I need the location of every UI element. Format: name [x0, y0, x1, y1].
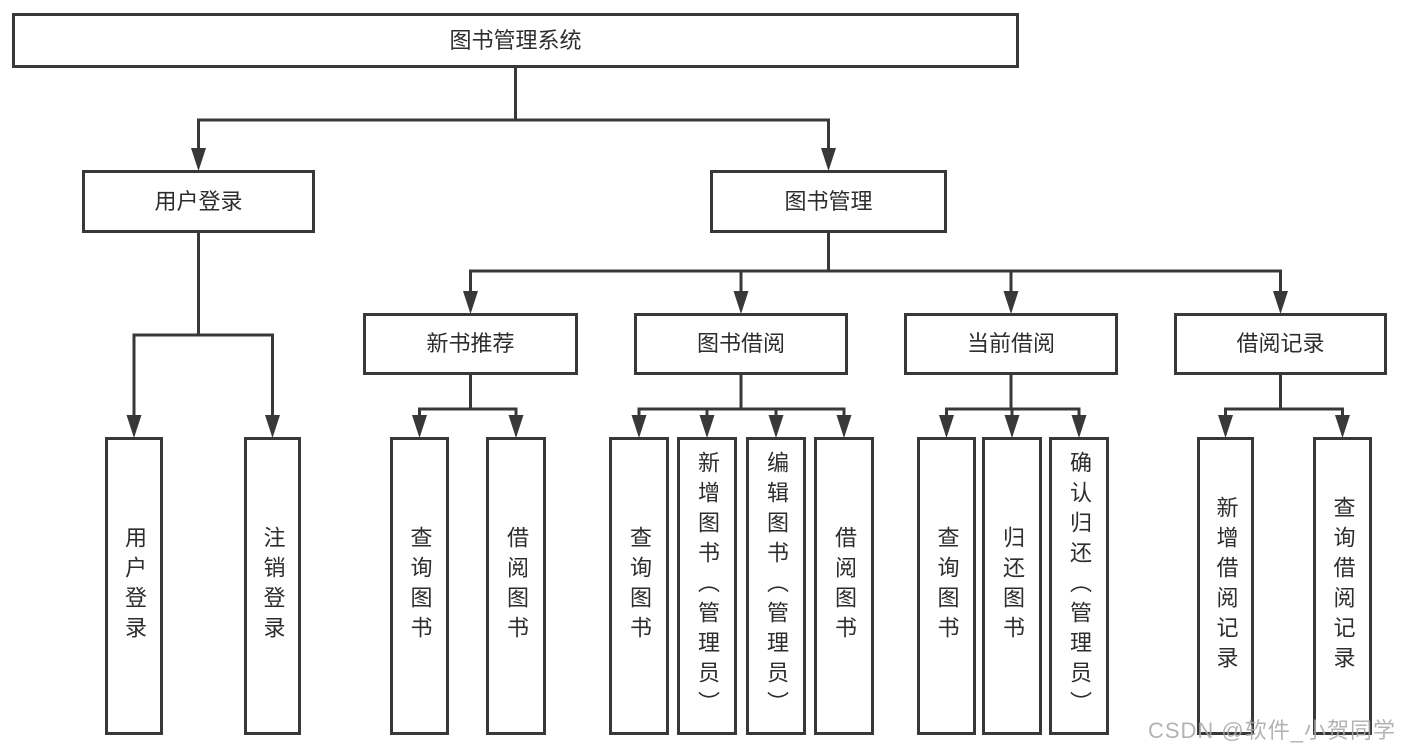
node-leaf-nbr-query-book: 查询图书 — [390, 437, 449, 735]
node-label-root: 图书管理系统 — [449, 27, 582, 53]
node-book-mgmt: 图书管理 — [710, 170, 947, 233]
arrowhead-icon — [699, 415, 715, 438]
arrowhead-icon — [1071, 415, 1087, 438]
node-leaf-cb-query-book: 查询图书 — [917, 437, 976, 735]
node-label-leaf-user-login: 用户登录 — [122, 526, 147, 646]
arrowhead-icon — [191, 148, 206, 171]
arrowhead-icon — [1218, 415, 1233, 438]
node-leaf-bb-query-book: 查询图书 — [609, 437, 669, 735]
arrowhead-icon — [265, 415, 280, 438]
node-label-book-borrow: 图书借阅 — [696, 331, 785, 356]
node-label-leaf-cb-confirm-return: 确认归还（管理员） — [1067, 451, 1092, 721]
node-label-leaf-br-add-record: 新增借阅记录 — [1213, 496, 1239, 676]
node-label-leaf-logout: 注销登录 — [260, 526, 286, 646]
arrowhead-icon — [1003, 291, 1019, 314]
node-label-leaf-cb-query-book: 查询图书 — [934, 526, 960, 646]
node-label-leaf-bb-add-book: 新增图书（管理员） — [695, 451, 720, 721]
node-label-leaf-nbr-query-book: 查询图书 — [407, 526, 433, 646]
node-current-borrow: 当前借阅 — [904, 313, 1118, 375]
node-user-login: 用户登录 — [82, 170, 315, 233]
node-label-new-book-rec: 新书推荐 — [426, 331, 515, 356]
node-label-book-mgmt: 图书管理 — [784, 188, 873, 214]
node-label-leaf-nbr-borrow-book: 借阅图书 — [504, 526, 529, 646]
node-label-current-borrow: 当前借阅 — [966, 331, 1055, 356]
node-book-borrow: 图书借阅 — [634, 313, 848, 375]
node-leaf-cb-return-book: 归还图书 — [982, 437, 1042, 735]
node-new-book-rec: 新书推荐 — [363, 313, 578, 375]
node-borrow-records: 借阅记录 — [1174, 313, 1387, 375]
node-label-borrow-records: 借阅记录 — [1236, 331, 1325, 356]
node-leaf-logout: 注销登录 — [244, 437, 301, 735]
arrowhead-icon — [412, 415, 427, 438]
node-root: 图书管理系统 — [12, 13, 1019, 68]
node-leaf-bb-edit-book: 编辑图书（管理员） — [746, 437, 806, 735]
node-leaf-nbr-borrow-book: 借阅图书 — [486, 437, 546, 735]
csdn-watermark: CSDN @软件_小贺同学 — [1147, 718, 1396, 743]
node-leaf-user-login: 用户登录 — [105, 437, 163, 735]
arrowhead-icon — [126, 415, 142, 438]
node-label-leaf-bb-query-book: 查询图书 — [627, 526, 652, 646]
node-label-leaf-br-query-record: 查询借阅记录 — [1330, 496, 1356, 676]
arrowhead-icon — [768, 415, 784, 438]
node-leaf-br-query-record: 查询借阅记录 — [1313, 437, 1372, 735]
arrowhead-icon — [1273, 291, 1288, 314]
arrowhead-icon — [463, 291, 478, 314]
node-leaf-br-add-record: 新增借阅记录 — [1197, 437, 1254, 735]
node-label-leaf-bb-edit-book: 编辑图书（管理员） — [764, 451, 789, 721]
node-leaf-cb-confirm-return: 确认归还（管理员） — [1049, 437, 1109, 735]
arrowhead-icon — [821, 148, 836, 171]
arrowhead-icon — [1004, 415, 1020, 438]
arrowhead-icon — [939, 415, 954, 438]
node-label-user-login: 用户登录 — [154, 188, 243, 214]
node-label-leaf-cb-return-book: 归还图书 — [1000, 526, 1025, 646]
node-leaf-bb-borrow-book: 借阅图书 — [814, 437, 874, 735]
arrowhead-icon — [1335, 415, 1350, 438]
arrowhead-icon — [631, 415, 647, 438]
arrowhead-icon — [733, 291, 749, 314]
arrowhead-icon — [836, 415, 852, 438]
node-label-leaf-bb-borrow-book: 借阅图书 — [832, 526, 857, 646]
arrowhead-icon — [508, 415, 524, 438]
node-leaf-bb-add-book: 新增图书（管理员） — [677, 437, 737, 735]
